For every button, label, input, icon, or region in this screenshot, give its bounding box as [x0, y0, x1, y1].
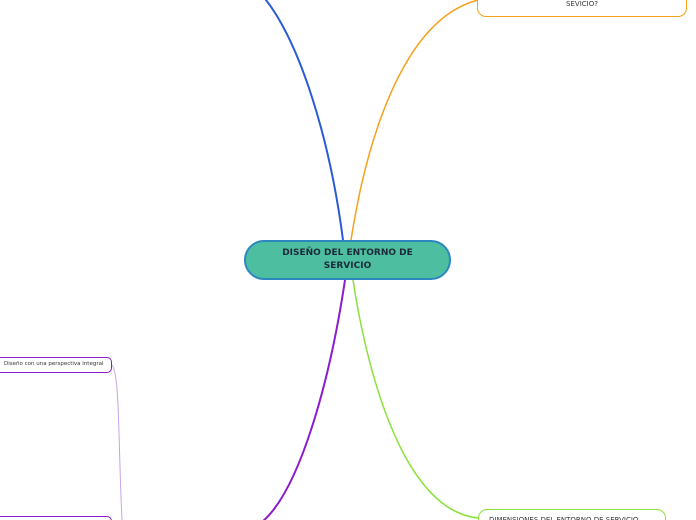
branch-line-purple — [262, 279, 346, 520]
topic-top-right[interactable]: SEVICIO? — [477, 0, 687, 17]
branch-line-orange — [350, 0, 479, 241]
branch-line-green — [352, 279, 479, 519]
subtopic-connector — [111, 364, 123, 520]
subtopic-diseno-perspectiva-integral[interactable]: Diseño con una perspectiva integral — [0, 357, 112, 373]
topic-dimensiones-entorno[interactable]: DIMENSIONES DEL ENTORNO DE SERVICIO — [478, 509, 666, 520]
central-topic[interactable]: DISEÑO DEL ENTORNO DE SERVICIO — [244, 240, 451, 280]
topic-bottom-left[interactable] — [0, 516, 112, 520]
branch-line-blue — [264, 0, 344, 241]
